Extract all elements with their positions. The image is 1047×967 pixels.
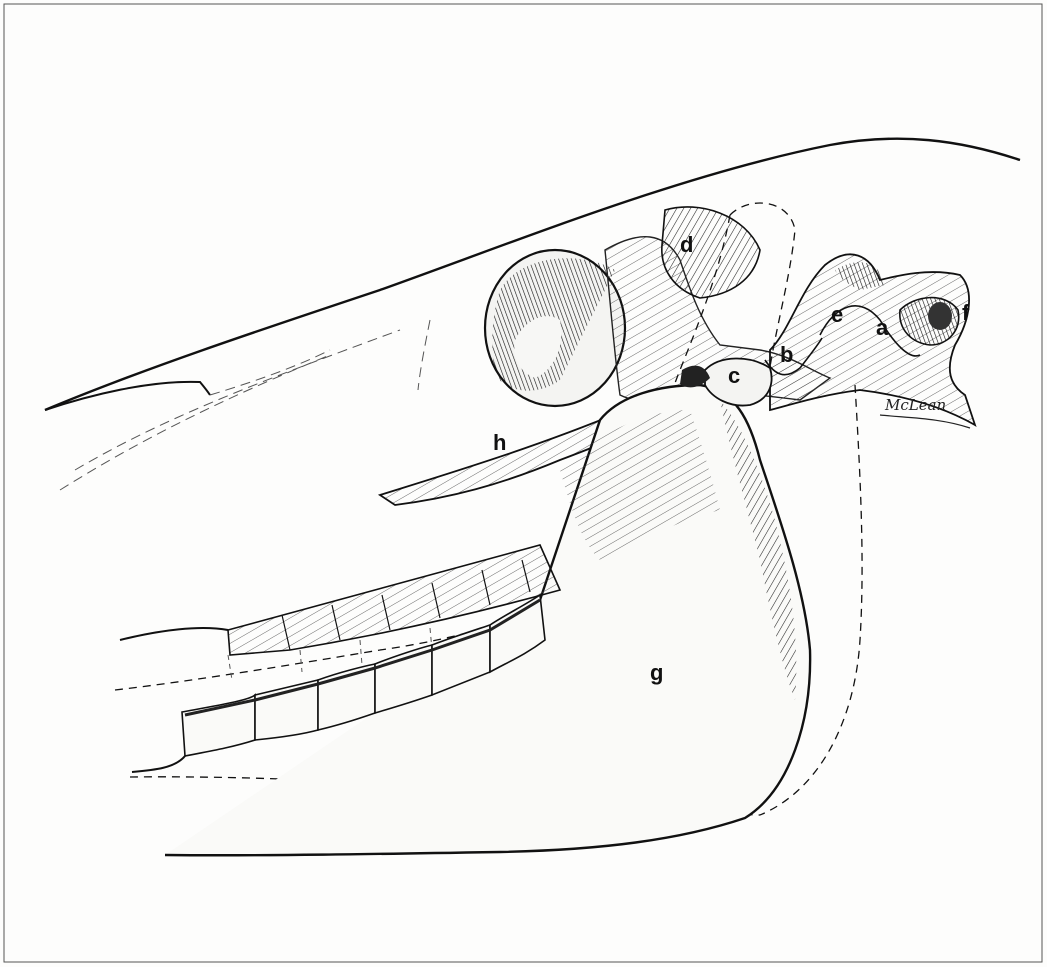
label-h: h xyxy=(493,430,506,455)
label-d: d xyxy=(680,232,693,257)
label-e: e xyxy=(831,302,843,327)
foramen xyxy=(928,302,952,330)
nasal-tip-outline xyxy=(45,382,210,410)
artist-signature: McLean xyxy=(884,396,946,414)
label-b: b xyxy=(780,342,793,367)
label-a: a xyxy=(876,315,889,340)
signature-underline xyxy=(880,415,970,428)
temporal-fossa-d xyxy=(662,207,760,298)
label-f: f xyxy=(962,300,970,325)
label-c: c xyxy=(728,363,740,388)
facial-suture-lines xyxy=(60,320,430,490)
label-g: g xyxy=(650,660,663,685)
